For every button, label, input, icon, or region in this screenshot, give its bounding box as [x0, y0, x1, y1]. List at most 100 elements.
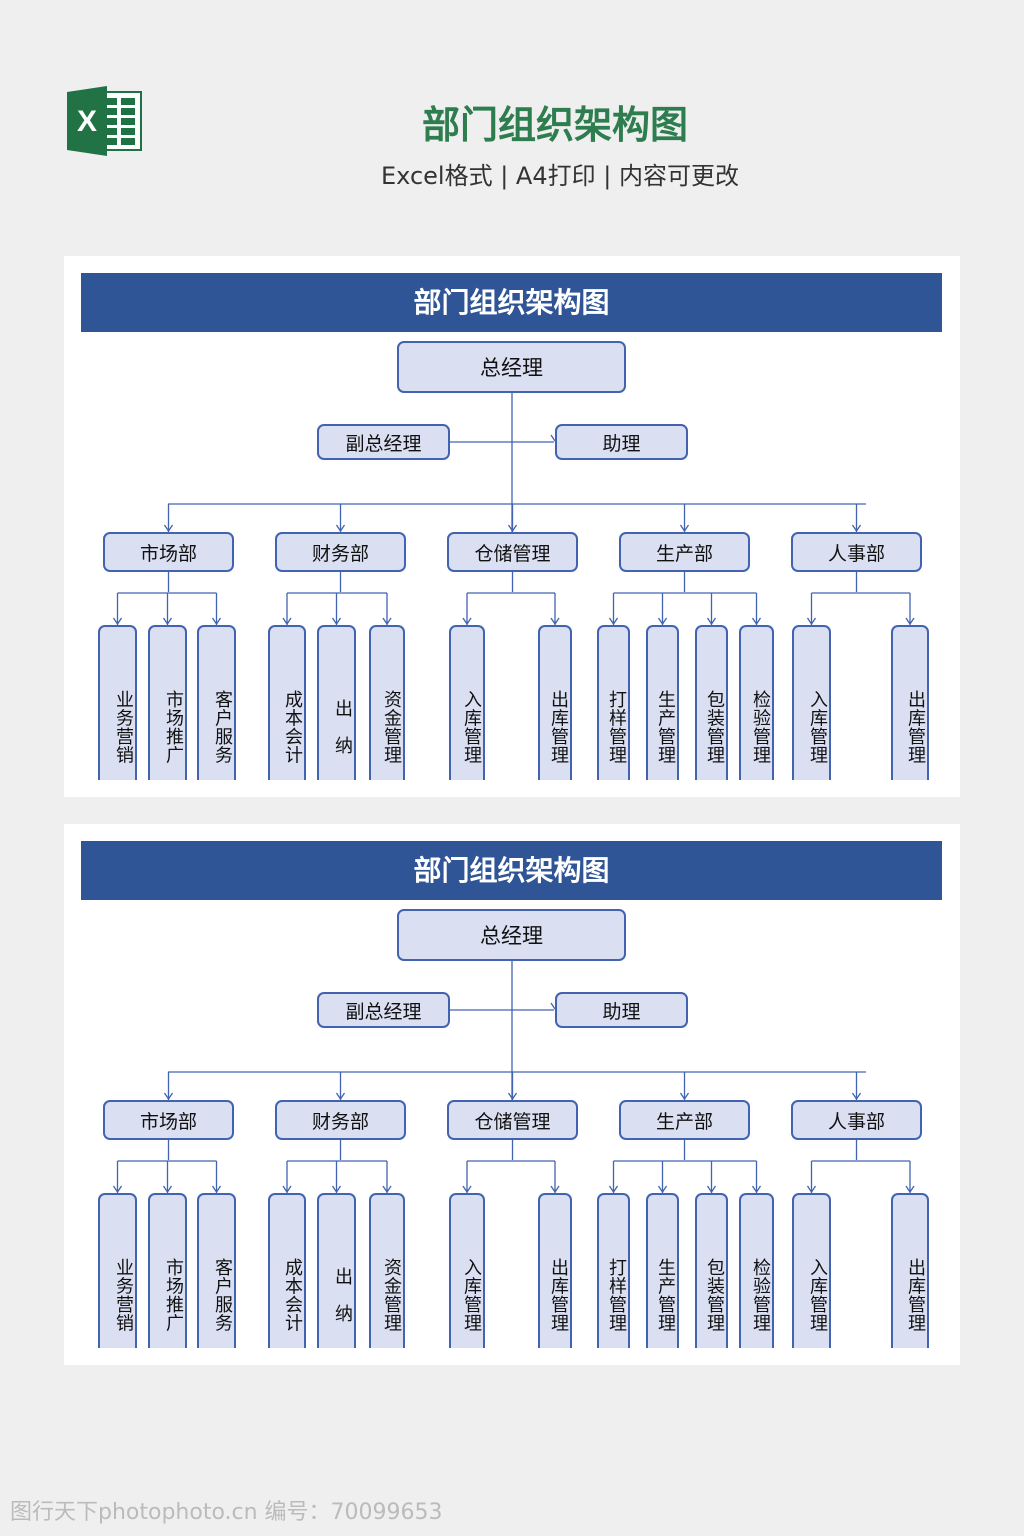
- watermark: 图行天下photophoto.cn 编号：70099653: [10, 1500, 443, 1525]
- connector: [382, 1185, 388, 1193]
- department-box: 财务部: [275, 532, 406, 572]
- connector: [657, 1185, 664, 1193]
- connector: [661, 1185, 668, 1193]
- sub-department-box: 资金管理: [369, 625, 405, 780]
- deputy-box: 副总经理: [317, 424, 450, 460]
- connector: [806, 1185, 813, 1193]
- connector: [851, 1092, 858, 1100]
- sub-department-box: 入库管理: [792, 625, 831, 780]
- department-box: 生产部: [619, 1100, 750, 1140]
- sub-department-box: 客户服务: [197, 625, 236, 780]
- connector: [706, 617, 713, 625]
- chart-title-bar: 部门组织架构图: [81, 841, 942, 900]
- connector: [855, 1092, 862, 1100]
- connector: [550, 1002, 556, 1010]
- connector: [339, 1092, 346, 1100]
- connector: [810, 1185, 817, 1193]
- connector: [335, 1185, 342, 1193]
- connector: [909, 1185, 915, 1193]
- connector: [466, 617, 472, 625]
- connector: [511, 1092, 518, 1100]
- department-box: 市场部: [103, 532, 234, 572]
- connector: [286, 1185, 292, 1193]
- department-box: 市场部: [103, 1100, 234, 1140]
- deputy-box: 副总经理: [317, 992, 450, 1028]
- connector: [710, 617, 717, 625]
- sub-department-box: 出库管理: [538, 625, 572, 780]
- department-box: 仓储管理: [447, 1100, 578, 1140]
- department-box: 人事部: [791, 1100, 922, 1140]
- connector: [331, 617, 338, 625]
- sub-department-box: 生产管理: [646, 1193, 679, 1348]
- connector: [166, 1185, 173, 1193]
- connector: [909, 617, 915, 625]
- connector: [612, 617, 619, 625]
- page-subtitle: Excel格式 | A4打印 | 内容可更改: [381, 162, 739, 190]
- connector: [162, 1185, 169, 1193]
- sub-department-box: 入库管理: [792, 1193, 831, 1348]
- connector: [550, 617, 556, 625]
- sub-department-box: 出库管理: [891, 625, 929, 780]
- connector-lines: [112, 961, 915, 1193]
- connector: [679, 1092, 686, 1100]
- assistant-box: 助理: [555, 992, 688, 1028]
- sub-department-box: 打样管理: [597, 1193, 630, 1348]
- connector: [331, 1185, 338, 1193]
- connector: [511, 524, 518, 532]
- sub-department-box: 出库管理: [891, 1193, 929, 1348]
- connector: [507, 1092, 514, 1100]
- connector: [335, 524, 342, 532]
- connector: [755, 617, 762, 625]
- sub-department-box: 包装管理: [695, 625, 728, 780]
- department-box: 生产部: [619, 532, 750, 572]
- sub-department-box: 客户服务: [197, 1193, 236, 1348]
- connector: [679, 524, 686, 532]
- connector: [215, 617, 222, 625]
- connector: [661, 617, 668, 625]
- assistant-box: 助理: [555, 424, 688, 460]
- department-box: 仓储管理: [447, 532, 578, 572]
- connector: [211, 1185, 218, 1193]
- connector: [554, 617, 560, 625]
- sub-department-box: 生产管理: [646, 625, 679, 780]
- connector: [462, 1185, 468, 1193]
- page-title: 部门组织架构图: [421, 103, 688, 147]
- connector: [215, 1185, 222, 1193]
- sub-department-box: 业务营销: [98, 1193, 137, 1348]
- sub-department-box: 市场推广: [148, 625, 187, 780]
- connector: [112, 617, 119, 625]
- connector: [286, 617, 292, 625]
- sub-department-box: 成本会计: [268, 625, 306, 780]
- excel-logo-icon: X: [67, 86, 142, 156]
- sub-department-box: 入库管理: [449, 625, 485, 780]
- sub-department-box: 业务营销: [98, 625, 137, 780]
- sub-department-box: 检验管理: [739, 625, 774, 780]
- connector: [335, 617, 342, 625]
- connector: [710, 1185, 717, 1193]
- connector: [612, 1185, 619, 1193]
- connector: [167, 524, 174, 532]
- sub-department-box: 市场推广: [148, 1193, 187, 1348]
- connector: [855, 524, 862, 532]
- connector: [706, 1185, 713, 1193]
- connector: [386, 617, 392, 625]
- connector: [608, 1185, 615, 1193]
- connector: [112, 1185, 119, 1193]
- sub-department-box: 打样管理: [597, 625, 630, 780]
- connector: [339, 524, 346, 532]
- connector: [335, 1092, 342, 1100]
- sub-department-box: 出 纳: [317, 625, 356, 780]
- connector: [116, 617, 123, 625]
- ceo-box: 总经理: [397, 909, 626, 961]
- connector: [550, 1185, 556, 1193]
- sub-department-box: 包装管理: [695, 1193, 728, 1348]
- connector: [657, 617, 664, 625]
- connector: [462, 617, 468, 625]
- svg-text:X: X: [77, 105, 97, 138]
- connector: [751, 617, 758, 625]
- department-box: 人事部: [791, 532, 922, 572]
- department-box: 财务部: [275, 1100, 406, 1140]
- connector: [163, 524, 170, 532]
- sub-department-box: 检验管理: [739, 1193, 774, 1348]
- connector: [905, 1185, 911, 1193]
